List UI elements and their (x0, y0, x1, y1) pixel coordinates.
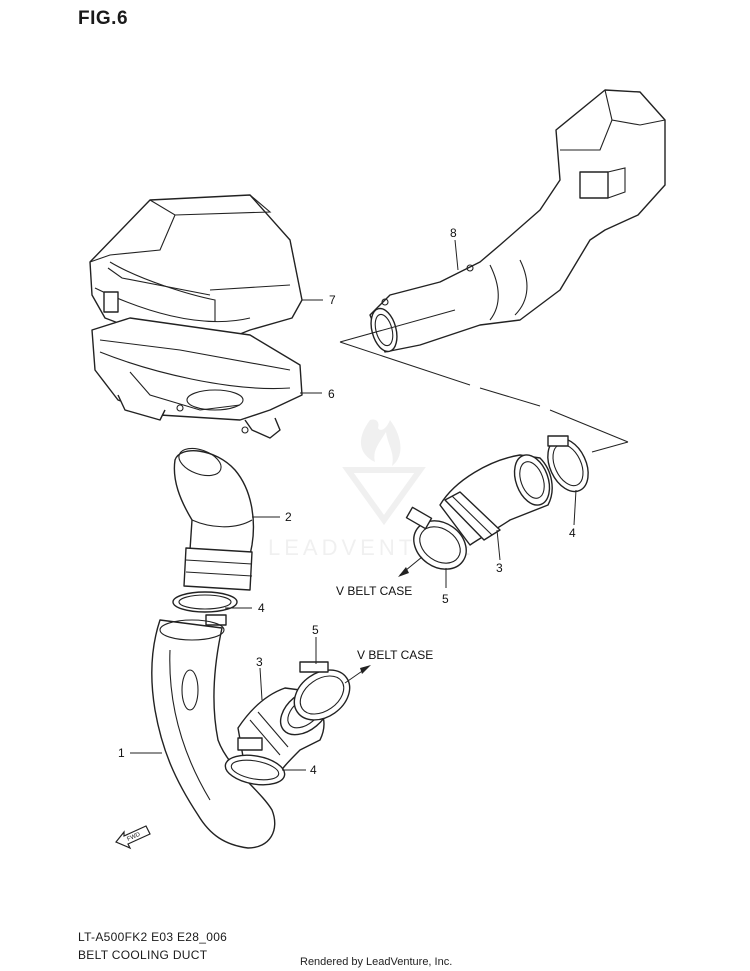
callout-4-upper-left: 4 (258, 601, 265, 615)
footer-model-code: LT-A500FK2 E03 E28_006 (78, 930, 228, 944)
part-5-clamp-left (293, 661, 351, 721)
render-credit: Rendered by LeadVenture, Inc. (300, 956, 453, 968)
note-v-belt-case-upper: V BELT CASE (357, 648, 433, 662)
callout-5-right: 5 (442, 592, 449, 606)
part-4-clamp-upper-left (172, 591, 238, 626)
assembly-reference-lines (339, 309, 629, 453)
callout-4-right: 4 (569, 526, 576, 540)
callout-3-left: 3 (256, 655, 263, 669)
part-5-clamp-right (405, 506, 467, 570)
footer-section-title: BELT COOLING DUCT (78, 948, 208, 962)
callout-7: 7 (329, 293, 336, 307)
callout-3-right: 3 (496, 561, 503, 575)
note-v-belt-case-lower: V BELT CASE (336, 584, 412, 598)
part-8-belt-duct (369, 89, 666, 353)
direction-arrows (344, 556, 423, 684)
callout-8: 8 (450, 226, 457, 240)
callout-1: 1 (118, 746, 125, 760)
callout-4-lower-left: 4 (310, 763, 317, 777)
part-2-elbow-duct (173, 447, 255, 591)
fwd-label: FWD (126, 832, 142, 843)
callout-leader-lines (130, 239, 577, 771)
callout-6: 6 (328, 387, 335, 401)
callout-2: 2 (285, 510, 292, 524)
fwd-arrow-icon: FWD (115, 825, 151, 850)
part-7-duct-cover (89, 194, 303, 357)
figure-title: FIG.6 (78, 8, 129, 29)
callout-5-left: 5 (312, 623, 319, 637)
part-6-duct-housing (91, 317, 303, 439)
part-4-clamp-right (547, 435, 589, 493)
part-1-main-duct (151, 619, 276, 849)
part-3-hose-right (439, 454, 553, 546)
part-4-clamp-lower-left (224, 737, 286, 786)
